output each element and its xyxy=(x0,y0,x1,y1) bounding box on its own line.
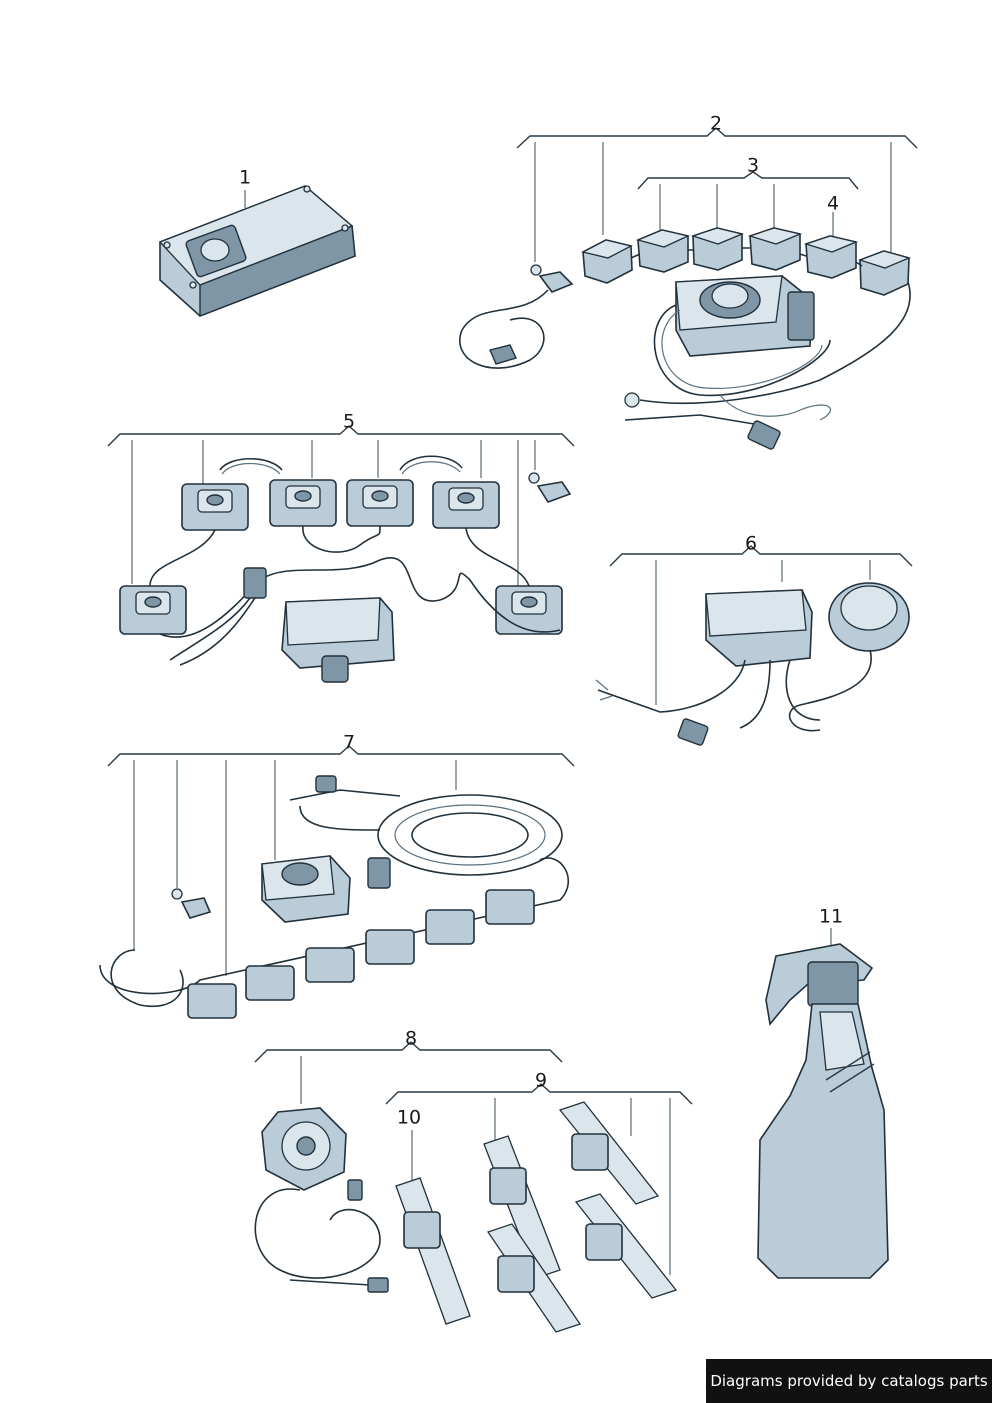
part-6-module-display[interactable] xyxy=(595,582,910,746)
callout-5: 5 xyxy=(342,410,356,433)
part-3-bracket xyxy=(637,171,859,232)
credit-banner: Diagrams provided by catalogs parts xyxy=(706,1359,992,1403)
part-11-cleaner-bottle[interactable] xyxy=(757,943,889,1279)
callout-8: 8 xyxy=(404,1027,418,1050)
part-5-bracket xyxy=(107,425,575,588)
part-9-bracket xyxy=(385,1083,693,1275)
callout-6: 6 xyxy=(744,532,758,555)
part-2-sensor-harness[interactable] xyxy=(459,227,911,450)
part-5-sensor-harness[interactable] xyxy=(119,455,572,683)
callout-11: 11 xyxy=(818,905,844,928)
callout-2: 2 xyxy=(709,112,723,135)
part-1-control-unit[interactable] xyxy=(158,185,356,318)
callout-10: 10 xyxy=(396,1106,422,1129)
part-8-siren[interactable] xyxy=(254,1107,389,1293)
part-8-bracket xyxy=(254,1041,563,1104)
part-2-bracket xyxy=(516,127,918,262)
callout-1: 1 xyxy=(238,166,252,189)
part-7-bracket xyxy=(107,745,575,976)
callout-3: 3 xyxy=(746,154,760,177)
callout-7: 7 xyxy=(342,731,356,754)
callout-4: 4 xyxy=(826,192,840,215)
part-9-10-sensor-plates[interactable] xyxy=(395,1101,678,1333)
part-6-bracket xyxy=(609,545,913,705)
part-7-connector-harness[interactable] xyxy=(99,775,570,1019)
callout-9: 9 xyxy=(534,1069,548,1092)
